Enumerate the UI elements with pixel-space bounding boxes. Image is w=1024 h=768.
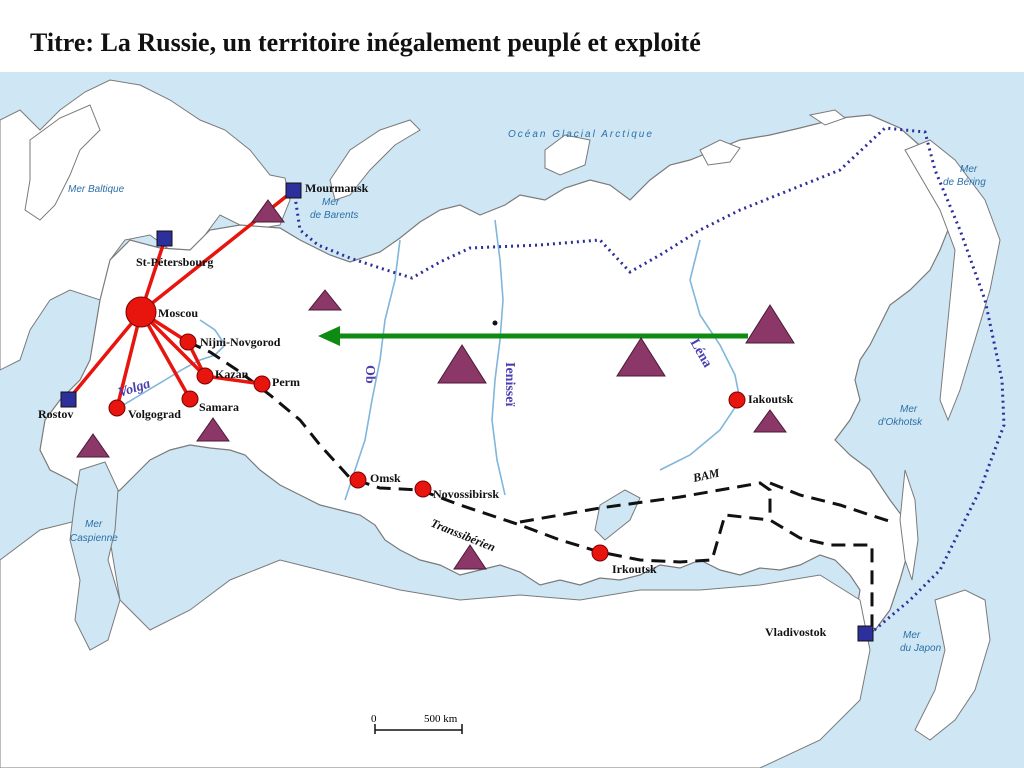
city-nijni: [179, 333, 197, 351]
city-samara: [181, 390, 199, 408]
barents-label-2: de Barents: [310, 210, 358, 221]
cities: [108, 296, 746, 562]
river-volga: [114, 319, 227, 411]
okhotsk-label-1: Mer: [900, 404, 918, 415]
label-rostov: Rostov: [38, 407, 73, 421]
caspian-sea: [69, 461, 121, 651]
city-perm: [253, 375, 271, 393]
scale-end: 500 km: [424, 713, 458, 725]
resource-triangle: [196, 417, 230, 442]
lake-baikal: [594, 489, 641, 541]
city-irkoutsk: [591, 544, 609, 562]
marker-dot: [492, 320, 498, 326]
resource-triangle: [76, 433, 110, 458]
label-vladivostok: Vladivostok: [765, 625, 827, 639]
city-omsk: [349, 471, 367, 489]
city-novossibirsk: [414, 480, 432, 498]
port-mourmansk: [285, 182, 302, 199]
scale-bar: 0 500 km: [371, 713, 463, 734]
resource-triangle: [251, 199, 285, 223]
bering-label-2: de Béring: [943, 177, 986, 188]
caspienne-label-2: Caspienne: [70, 533, 118, 544]
barents-label-1: Mer: [322, 197, 340, 208]
scale-start: 0: [371, 713, 377, 725]
label-stpetersbourg: St-Pétersbourg: [136, 255, 213, 269]
label-novossibirsk: Novossibirsk: [433, 487, 499, 501]
baltique-label: Mer Baltique: [68, 184, 125, 195]
river-ob: [344, 239, 401, 501]
resource-triangle: [453, 544, 487, 570]
russia-map: 0 500 km Océan Glacial Arctique Mer Balt…: [0, 72, 1024, 768]
land-sakhalin: [899, 469, 919, 581]
resource-triangle: [437, 344, 487, 384]
river-ienissei: [491, 219, 506, 496]
okhotsk-label-2: d'Okhotsk: [878, 417, 923, 428]
label-kazan: Kazan: [215, 367, 249, 381]
label-ob: Ob: [362, 365, 377, 384]
bam-line: [519, 481, 893, 524]
rivers: [114, 219, 741, 501]
ocean-label: Océan Glacial Arctique: [508, 129, 654, 140]
city-volgograd: [108, 399, 126, 417]
resource-triangle: [753, 409, 787, 433]
label-iakoutsk: Iakoutsk: [748, 392, 794, 406]
river-lena: [659, 239, 741, 471]
resource-triangle: [745, 304, 795, 344]
port-vladivostok: [857, 625, 874, 642]
transsiberien-line: [187, 340, 874, 632]
resource-triangle: [307, 289, 343, 311]
resource-flow-arrow: [318, 326, 748, 346]
wrangel-island: [808, 109, 847, 126]
label-bam: BAM: [691, 466, 721, 486]
railways: [187, 340, 893, 632]
city-iakoutsk: [728, 391, 746, 409]
label-volgograd: Volgograd: [128, 407, 181, 421]
resource-triangle: [616, 337, 666, 377]
port-rostov: [60, 391, 77, 408]
severnaya-zemlya: [544, 134, 591, 176]
caspienne-label-1: Mer: [85, 519, 103, 530]
port-stpetersbourg: [156, 230, 173, 247]
city-kazan: [196, 367, 214, 385]
new-siberian-islands: [699, 139, 741, 166]
land-japan: [914, 589, 991, 741]
label-omsk: Omsk: [370, 471, 401, 485]
city-moscou: [125, 296, 157, 328]
land-kamchatka: [904, 139, 1001, 422]
label-ienissei: Ienisseï: [502, 362, 517, 406]
label-perm: Perm: [272, 375, 300, 389]
label-nijni: Nijni-Novgorod: [200, 335, 281, 349]
label-mourmansk: Mourmansk: [305, 181, 369, 195]
bering-label-1: Mer: [960, 164, 978, 175]
map-title: Titre: La Russie, un territoire inégalem…: [30, 28, 701, 57]
resource-triangles: [76, 199, 795, 570]
land-scandinavia: [24, 104, 101, 221]
japon-label-1: Mer: [903, 630, 921, 641]
ports: [60, 182, 874, 642]
novaya-zemlya: [329, 119, 421, 201]
label-samara: Samara: [199, 400, 239, 414]
japon-label-2: du Japon: [900, 643, 942, 654]
label-irkoutsk: Irkoutsk: [612, 562, 657, 576]
label-moscou: Moscou: [158, 306, 198, 320]
